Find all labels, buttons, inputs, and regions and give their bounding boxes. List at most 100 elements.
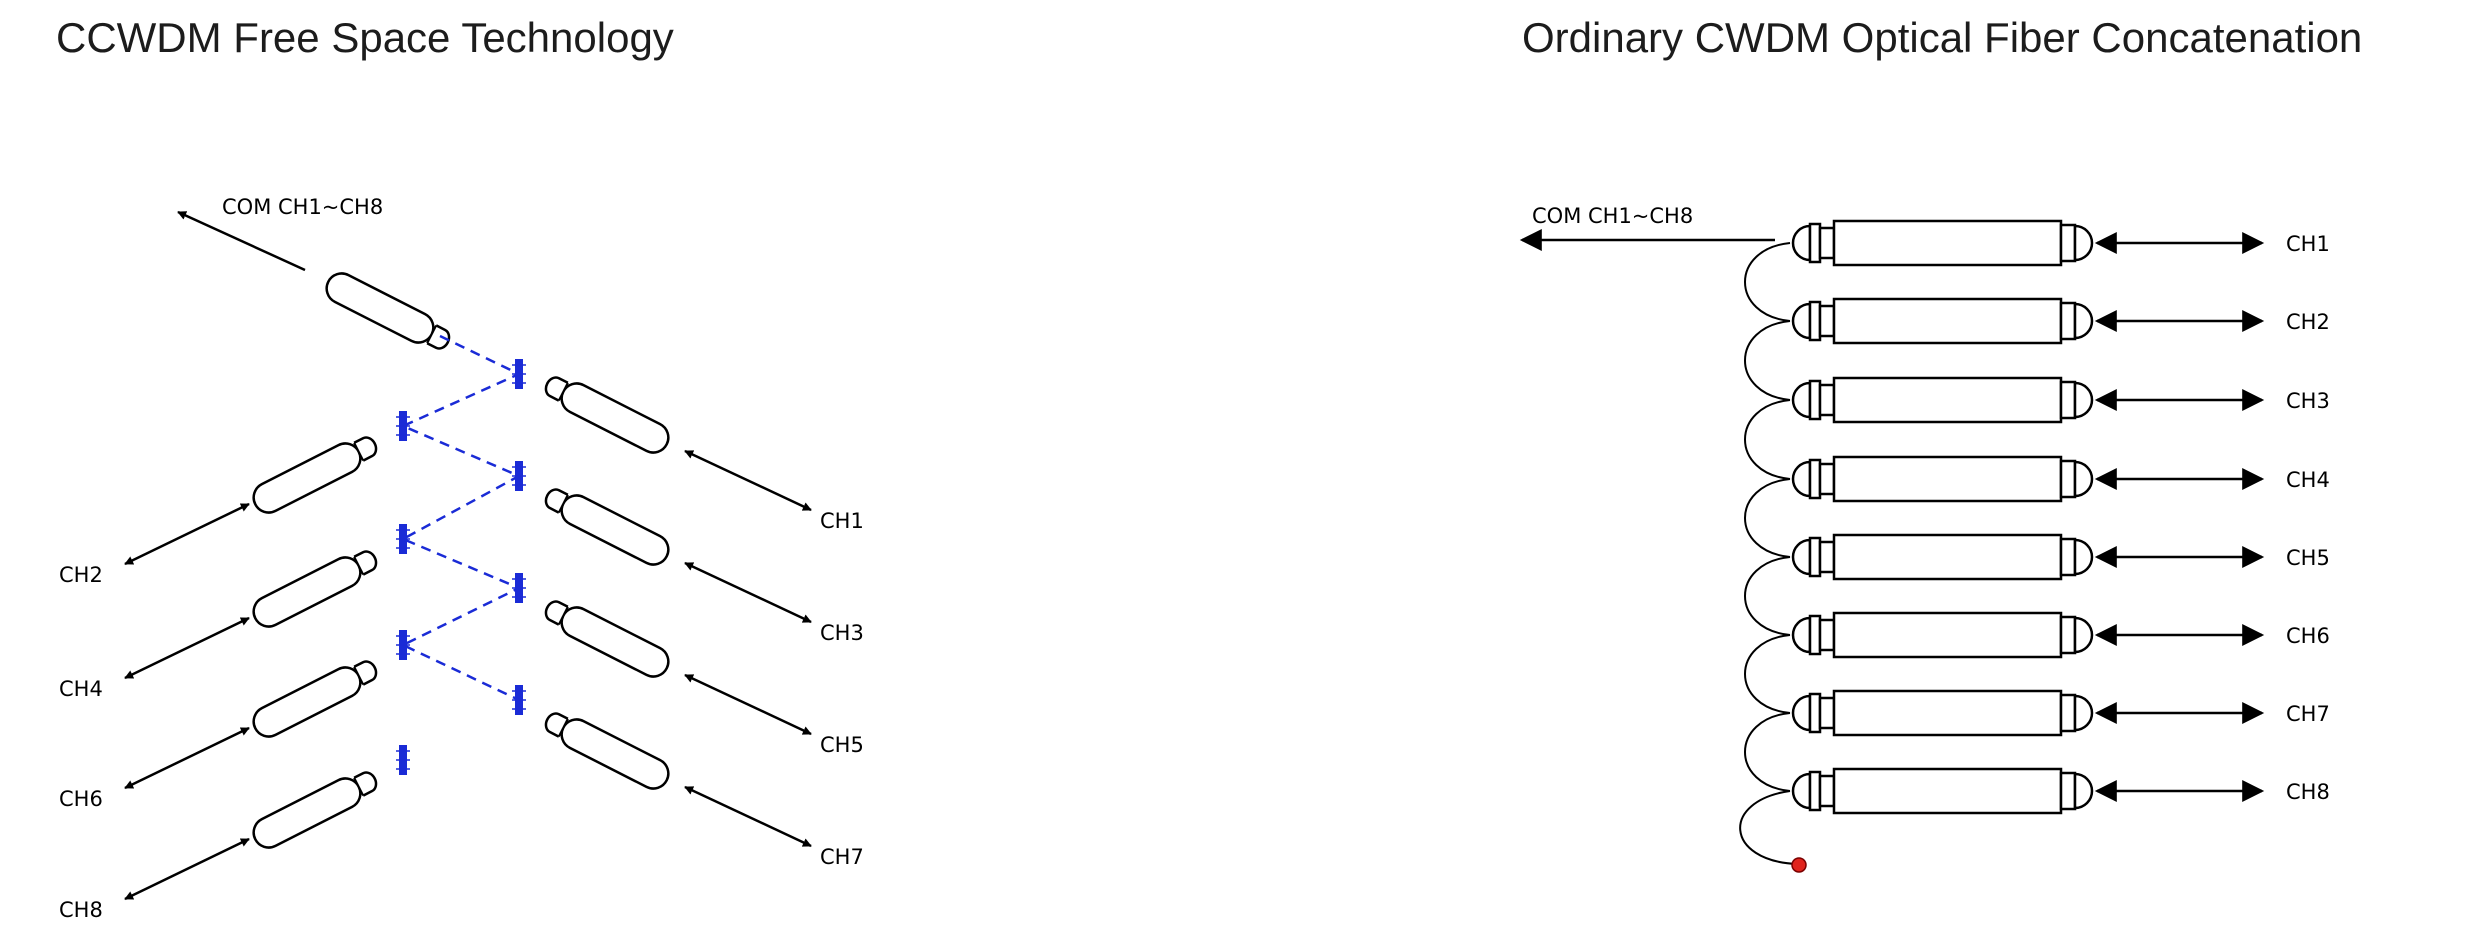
device-cap-left (1791, 538, 1812, 576)
device-cap-left (1791, 460, 1812, 498)
device-ferrule-right (2059, 693, 2077, 733)
cwdm-device: CH6 (1791, 611, 2330, 659)
device-ferrule-right (2059, 615, 2077, 655)
collimator-lens-edge (557, 606, 569, 626)
device-cap-left (1791, 616, 1812, 654)
channel-label: CH2 (59, 563, 103, 587)
channel-label: CH8 (2286, 780, 2330, 804)
collimator-body (560, 606, 670, 678)
device-cap-left (1791, 772, 1812, 810)
device-sleeve-left (1818, 462, 1836, 496)
collimator-body (252, 777, 362, 849)
channel-arrow (124, 616, 250, 680)
com-label: COM CH1~CH8 (1532, 204, 1693, 228)
device-cap-left (1791, 302, 1812, 340)
device-sleeve-left (1818, 226, 1836, 260)
cwdm-device: CH5 (1791, 533, 2330, 581)
cwdm-device: CH8 (1791, 767, 2330, 815)
collimator-lens (426, 324, 451, 350)
device-sleeve-left (1818, 383, 1836, 417)
collimator-lens-edge (557, 382, 569, 402)
channel-label: CH4 (59, 677, 103, 701)
device-body (1832, 689, 2063, 737)
com-collimator (325, 272, 451, 350)
channel-label: CH3 (2286, 389, 2330, 413)
device-sleeve-left (1818, 618, 1836, 652)
com-label: COM CH1~CH8 (222, 195, 383, 219)
collimator-lens (544, 600, 569, 626)
title-fiber-concatenation: Ordinary CWDM Optical Fiber Concatenatio… (1522, 14, 2363, 61)
channel-label: CH5 (2286, 546, 2330, 570)
channel-label: CH6 (59, 787, 103, 811)
collimator-body (252, 556, 362, 628)
fiber-end-dot (1791, 857, 1807, 873)
device-ferrule-left (1808, 692, 1822, 734)
collimator-lens (544, 712, 569, 738)
channel-label: CH3 (820, 621, 864, 645)
collimator-lens-edge (353, 666, 365, 686)
channel-label: CH4 (2286, 468, 2330, 492)
collimator-lens (353, 550, 378, 576)
collimator-lens-edge (353, 442, 365, 462)
channel-label: CH5 (820, 733, 864, 757)
device-ferrule-left (1808, 458, 1822, 500)
title-free-space: CCWDM Free Space Technology (56, 14, 674, 61)
collimator-lens (353, 660, 378, 686)
device-ferrule-right (2059, 223, 2077, 263)
device-body (1832, 455, 2063, 503)
device-cap-right (2073, 381, 2094, 419)
cwdm-device: CH3 (1791, 376, 2330, 424)
fiber-tail (1739, 790, 1798, 865)
device-ferrule-right (2059, 459, 2077, 499)
device-cap-right (2073, 302, 2094, 340)
channel-label: CH8 (59, 898, 103, 922)
device-body (1832, 533, 2063, 581)
channel-label: CH7 (2286, 702, 2330, 726)
collimator-lens-edge (557, 718, 569, 738)
device-ferrule-right (2059, 537, 2077, 577)
collimator-body (325, 272, 435, 344)
channel-collimator (252, 550, 378, 628)
device-sleeve-left (1818, 540, 1836, 574)
collimator-lens (544, 488, 569, 514)
collimator-lens (353, 436, 378, 462)
collimator-body (252, 442, 362, 514)
channel-label: CH7 (820, 845, 864, 869)
cwdm-device: CH2 (1791, 297, 2330, 345)
beam-path (399, 334, 523, 702)
channel-collimator (252, 436, 378, 514)
device-body (1832, 297, 2063, 345)
device-ferrule-left (1808, 536, 1822, 578)
device-body (1832, 376, 2063, 424)
device-sleeve-left (1818, 774, 1836, 808)
fiber-loop (1744, 242, 1791, 322)
device-cap-right (2073, 224, 2094, 262)
device-sleeve-left (1818, 304, 1836, 338)
channel-label: CH6 (2286, 624, 2330, 648)
fiber-loop (1744, 712, 1791, 792)
collimator-lens-edge (353, 777, 365, 797)
fiber-loop (1744, 399, 1791, 480)
device-ferrule-left (1808, 614, 1822, 656)
fiber-loop (1744, 478, 1791, 558)
fiber-loop (1744, 320, 1791, 401)
device-cap-right (2073, 772, 2094, 810)
device-cap-right (2073, 460, 2094, 498)
device-ferrule-right (2059, 301, 2077, 341)
device-cap-right (2073, 538, 2094, 576)
channel-collimator (252, 771, 378, 849)
channel-collimator (544, 376, 670, 454)
channel-arrow (684, 561, 812, 624)
device-ferrule-left (1808, 379, 1822, 421)
com-arrow (177, 210, 306, 272)
channel-collimator (544, 712, 670, 790)
cwdm-device: CH7 (1791, 689, 2330, 737)
collimator-body (560, 382, 670, 454)
channel-arrow (684, 785, 812, 848)
channel-arrow (124, 502, 250, 566)
fiber-loop (1744, 634, 1791, 714)
device-body (1832, 767, 2063, 815)
